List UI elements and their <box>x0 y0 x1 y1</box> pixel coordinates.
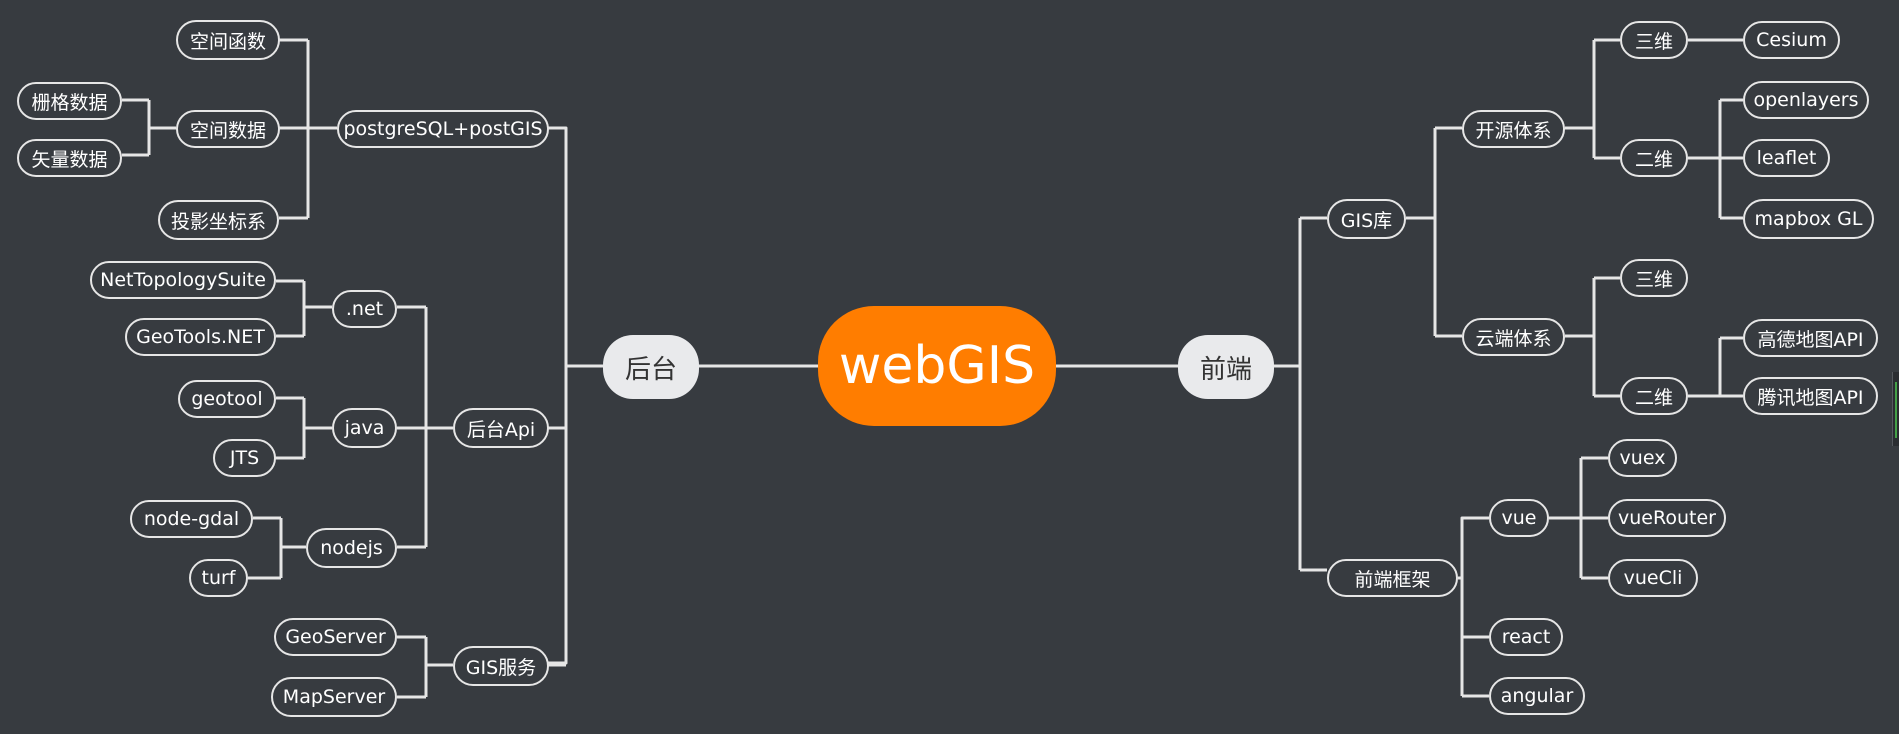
node-vuecli[interactable]: vueCli <box>1608 559 1698 597</box>
node-openlayers[interactable]: openlayers <box>1743 81 1869 119</box>
node-vuex[interactable]: vuex <box>1608 439 1677 477</box>
node-tencent-map-api[interactable]: 腾讯地图API <box>1743 377 1878 415</box>
node-mapbox-gl[interactable]: mapbox GL <box>1743 199 1874 239</box>
node-cesium[interactable]: Cesium <box>1743 21 1840 59</box>
scroll-indicator <box>1895 382 1897 438</box>
node-nodejs[interactable]: nodejs <box>306 528 397 568</box>
node-2d-open[interactable]: 二维 <box>1620 139 1688 177</box>
node-jts[interactable]: JTS <box>213 439 276 477</box>
node-angular[interactable]: angular <box>1489 677 1585 715</box>
node-react[interactable]: react <box>1489 618 1563 656</box>
node-geoserver[interactable]: GeoServer <box>274 618 397 656</box>
node-raster-data[interactable]: 栅格数据 <box>17 82 122 120</box>
side-scroll-handle[interactable] <box>1892 372 1899 446</box>
node-nettopologysuite[interactable]: NetTopologySuite <box>90 261 276 299</box>
branch-backend[interactable]: 后台 <box>603 335 699 399</box>
root-node[interactable]: webGIS <box>818 306 1056 426</box>
node-dotnet[interactable]: .net <box>332 290 397 328</box>
node-backend-api[interactable]: 后台Api <box>453 408 549 448</box>
node-node-gdal[interactable]: node-gdal <box>130 500 253 538</box>
branch-frontend[interactable]: 前端 <box>1178 335 1274 399</box>
node-cloud[interactable]: 云端体系 <box>1462 318 1565 356</box>
node-open-source[interactable]: 开源体系 <box>1462 110 1565 148</box>
node-geotools-net[interactable]: GeoTools.NET <box>125 318 276 356</box>
node-turf[interactable]: turf <box>189 559 248 597</box>
node-postgresql[interactable]: postgreSQL+postGIS <box>337 110 549 148</box>
node-3d-open[interactable]: 三维 <box>1620 21 1688 59</box>
node-projection[interactable]: 投影坐标系 <box>158 200 279 240</box>
node-3d-cloud[interactable]: 三维 <box>1620 259 1688 297</box>
node-leaflet[interactable]: leaflet <box>1743 139 1830 177</box>
node-vuerouter[interactable]: vueRouter <box>1608 499 1726 537</box>
node-frontend-framework[interactable]: 前端框架 <box>1327 559 1458 597</box>
node-geotool[interactable]: geotool <box>178 380 276 418</box>
node-spatial-data[interactable]: 空间数据 <box>176 110 280 148</box>
node-vue[interactable]: vue <box>1489 499 1549 537</box>
node-mapserver[interactable]: MapServer <box>271 677 397 717</box>
node-gis-library[interactable]: GIS库 <box>1327 199 1406 239</box>
node-vector-data[interactable]: 矢量数据 <box>17 139 122 177</box>
node-2d-cloud[interactable]: 二维 <box>1620 377 1688 415</box>
node-java[interactable]: java <box>332 408 397 448</box>
node-amap-api[interactable]: 高德地图API <box>1743 319 1878 357</box>
node-gis-service[interactable]: GIS服务 <box>453 646 549 686</box>
node-spatial-function[interactable]: 空间函数 <box>176 20 280 60</box>
